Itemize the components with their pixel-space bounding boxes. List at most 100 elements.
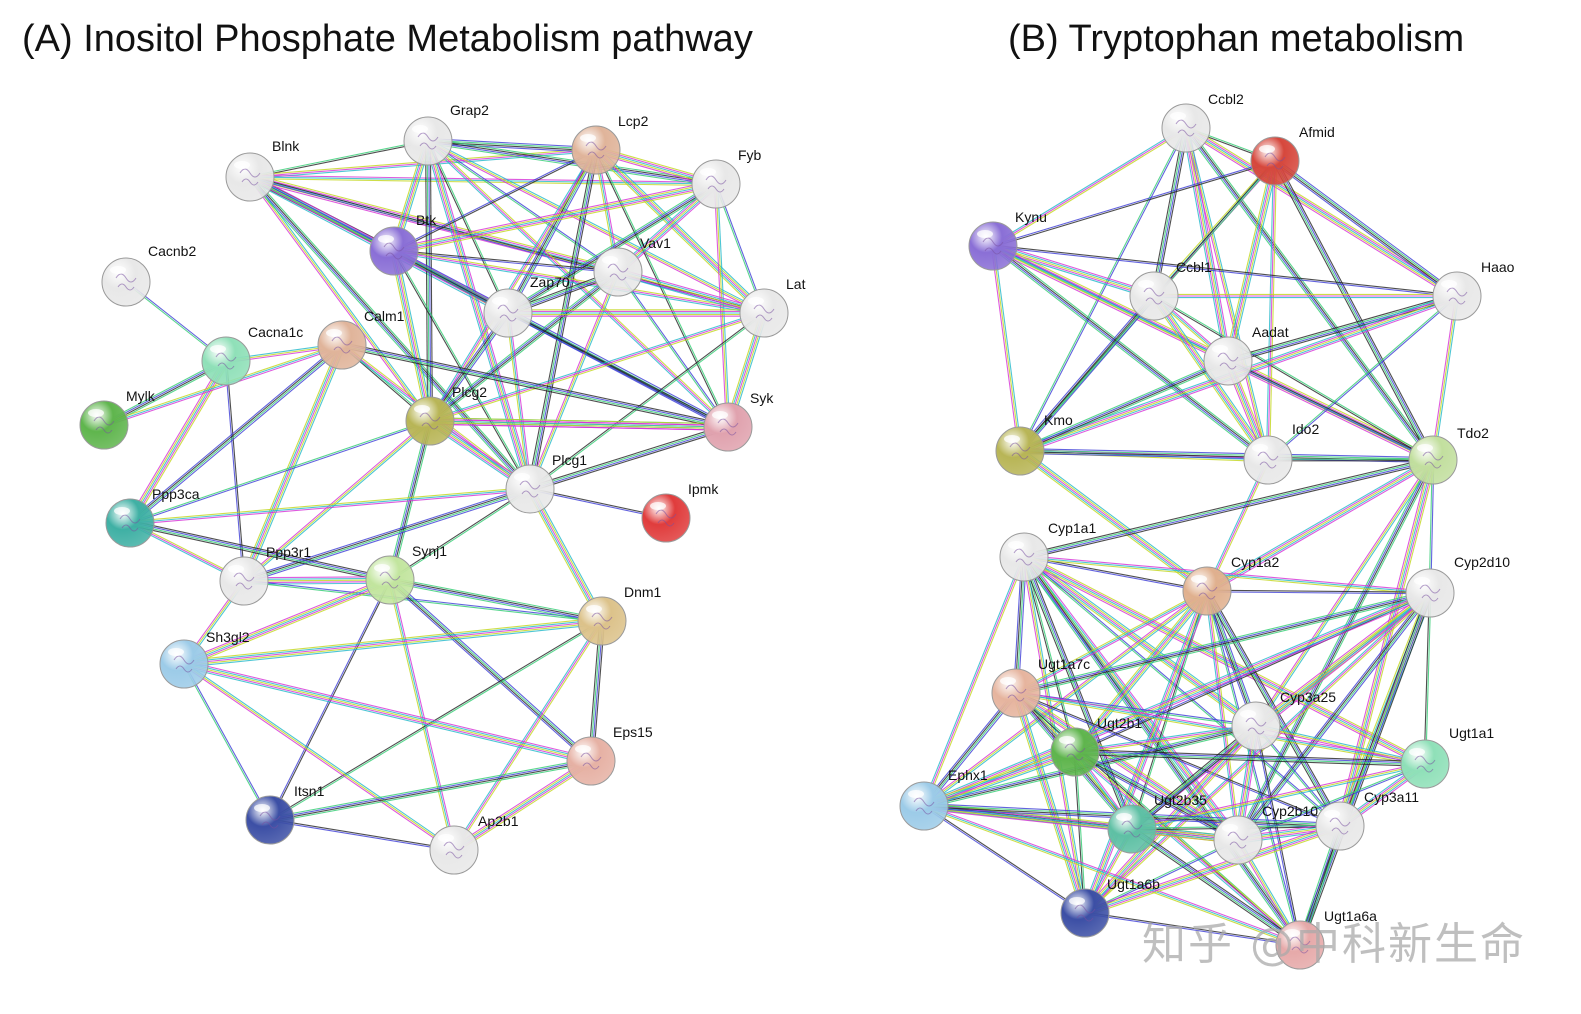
b-edge-line	[1025, 553, 1427, 762]
a-edge-line	[618, 268, 766, 311]
a-edge-Synj1-Dnm1	[389, 577, 603, 624]
a-node-plcg1[interactable]: Plcg1	[505, 452, 587, 514]
b-node-cyp3a11[interactable]: Cyp3a11	[1315, 789, 1419, 851]
a-node-syk[interactable]: Syk	[703, 390, 774, 452]
a-node-lat[interactable]: Lat	[739, 276, 806, 338]
a-node-btk[interactable]: Btk	[369, 212, 437, 276]
a-edge-line	[529, 488, 603, 622]
b-node-ugt2b35[interactable]: Ugt2b35	[1107, 792, 1207, 854]
protein-structure-icon	[93, 416, 115, 434]
a-node-sh3gl2[interactable]: Sh3gl2	[159, 629, 250, 689]
a-node-cacnb2[interactable]: Cacnb2	[101, 243, 196, 307]
a-node-blnk[interactable]: Blnk	[225, 138, 300, 202]
a-edge-line	[393, 180, 716, 249]
b-node-ugt1a6b[interactable]: Ugt1a6b	[1060, 876, 1160, 938]
node-highlight	[1240, 710, 1256, 718]
b-node-ugt1a7c[interactable]: Ugt1a7c	[991, 656, 1090, 718]
b-node-ugt1a6a[interactable]: Ugt1a6a	[1275, 908, 1377, 970]
b-edge-line	[1267, 294, 1457, 460]
b-node-ugt2b1[interactable]: Ugt2b1	[1050, 715, 1142, 777]
a-edge-Zap70-Plcg1	[505, 312, 533, 490]
b-node-cyp3a25[interactable]: Cyp3a25	[1231, 689, 1336, 751]
b-edge-Ugt1a7c-Ugt1a6b	[1012, 691, 1089, 915]
node-sphere	[405, 396, 455, 446]
node-sphere	[1408, 435, 1458, 485]
b-edge-line	[1016, 593, 1431, 695]
b-edge-line	[1074, 752, 1425, 766]
b-edge-line	[1273, 161, 1433, 461]
node-highlight	[1417, 444, 1433, 452]
node-label: Mylk	[126, 388, 156, 404]
b-edge-line	[1227, 361, 1433, 462]
a-edge-line	[429, 149, 597, 422]
b-node-cyp2b10[interactable]: Cyp2b10	[1213, 803, 1318, 865]
a-edge-line	[342, 343, 729, 427]
b-node-kmo[interactable]: Kmo	[995, 412, 1073, 476]
node-highlight	[1441, 280, 1457, 288]
b-node-afmid[interactable]: Afmid	[1250, 124, 1335, 186]
a-edge-line	[393, 250, 765, 314]
a-edge-line	[185, 582, 392, 668]
node-label: Ugt1a6b	[1107, 876, 1160, 892]
a-node-zap70[interactable]: Zap70	[483, 274, 570, 338]
a-edge-Lcp2-Zap70	[505, 148, 599, 315]
a-node-ppp3ca[interactable]: Ppp3ca	[105, 486, 200, 548]
b-node-kynu[interactable]: Kynu	[968, 209, 1047, 271]
node-highlight	[1059, 736, 1075, 744]
protein-structure-icon	[585, 141, 607, 159]
a-node-ipmk[interactable]: Ipmk	[641, 481, 719, 543]
a-node-mylk[interactable]: Mylk	[79, 388, 156, 450]
a-node-vav1[interactable]: Vav1	[593, 235, 671, 297]
node-label: Zap70	[530, 274, 570, 290]
b-node-cyp1a1[interactable]: Cyp1a1	[999, 520, 1096, 582]
node-sphere	[219, 556, 269, 606]
a-node-calm1[interactable]: Calm1	[317, 308, 405, 370]
b-edge-Ugt1a1-Ugt2b35	[1131, 761, 1426, 832]
a-node-synj1[interactable]: Synj1	[365, 543, 447, 605]
node-highlight	[580, 134, 596, 142]
node-label: Eps15	[613, 724, 653, 740]
b-edge-line	[1275, 160, 1435, 460]
b-edge-line	[1019, 359, 1228, 451]
protein-structure-icon	[1245, 717, 1267, 735]
a-node-lcp2[interactable]: Lcp2	[571, 113, 649, 175]
b-node-ido2[interactable]: Ido2	[1243, 421, 1319, 485]
b-node-cyp1a2[interactable]: Cyp1a2	[1182, 554, 1279, 616]
a-node-ap2b1[interactable]: Ap2b1	[429, 813, 519, 875]
a-edge-line	[529, 425, 728, 489]
a-node-itsn1[interactable]: Itsn1	[245, 783, 325, 845]
b-edge-line	[1020, 449, 1209, 591]
a-edge-line	[618, 271, 730, 427]
b-edge-line	[1015, 590, 1430, 692]
a-node-dnm1[interactable]: Dnm1	[577, 584, 662, 646]
b-edge-line	[993, 128, 1188, 248]
b-node-cyp2d10[interactable]: Cyp2d10	[1405, 554, 1510, 618]
b-node-haao[interactable]: Haao	[1432, 259, 1515, 321]
a-edge-line	[183, 578, 390, 664]
b-edge-line	[1432, 295, 1458, 461]
b-node-aadat[interactable]: Aadat	[1203, 324, 1289, 386]
a-edge-line	[391, 577, 593, 760]
b-node-ccbl2[interactable]: Ccbl2	[1161, 91, 1244, 153]
a-node-ppp3r1[interactable]: Ppp3r1	[219, 544, 311, 606]
a-edge-line	[393, 181, 716, 250]
b-node-tdo2[interactable]: Tdo2	[1408, 425, 1489, 485]
b-node-ephx1[interactable]: Ephx1	[899, 767, 988, 831]
b-node-ccbl1[interactable]: Ccbl1	[1129, 259, 1212, 321]
a-node-plcg2[interactable]: Plcg2	[405, 384, 487, 446]
a-edge-line	[428, 139, 619, 272]
b-node-ugt1a1[interactable]: Ugt1a1	[1400, 725, 1494, 789]
b-edge-line	[1131, 763, 1426, 830]
a-node-fyb[interactable]: Fyb	[691, 147, 762, 209]
a-node-grap2[interactable]: Grap2	[403, 102, 489, 166]
node-sphere	[577, 596, 627, 646]
a-node-eps15[interactable]: Eps15	[566, 724, 653, 786]
a-edge-line	[246, 346, 346, 583]
b-edge-line	[1022, 557, 1238, 842]
b-edge-line	[1185, 127, 1229, 362]
a-edge-Syk-Plcg1	[529, 424, 729, 492]
a-node-cacna1c[interactable]: Cacna1c	[201, 324, 303, 386]
b-edge-line	[1077, 592, 1210, 755]
b-edge-line	[1075, 749, 1426, 763]
b-edge-Ugt2b35-Ugt1a6a	[1130, 826, 1302, 948]
